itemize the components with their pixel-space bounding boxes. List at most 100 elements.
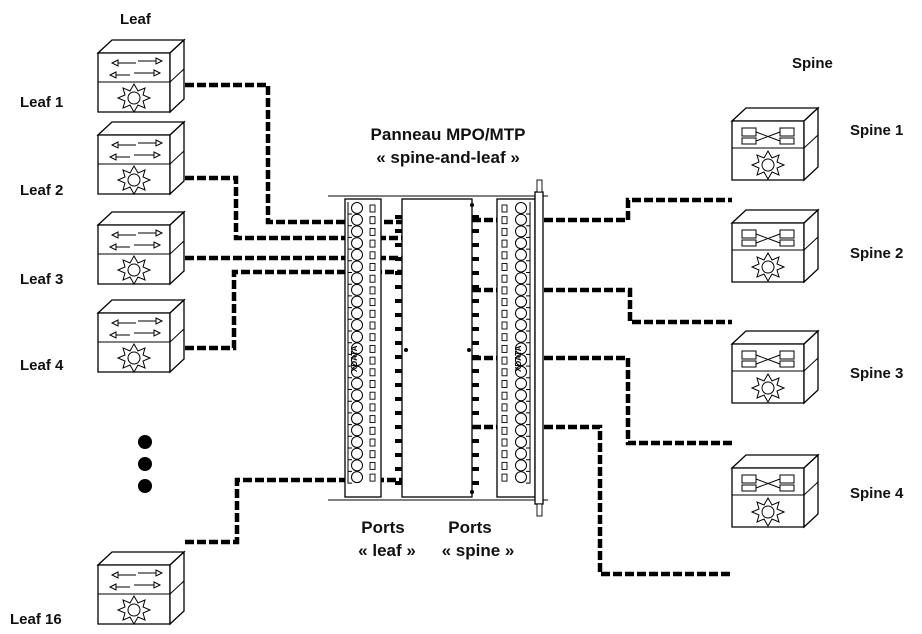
port-slot xyxy=(501,368,508,377)
port-slot xyxy=(369,438,376,447)
port-slot xyxy=(501,461,508,470)
mpo-plug xyxy=(395,369,402,373)
mpo-plug xyxy=(395,481,402,485)
mpo-plug xyxy=(395,355,402,359)
port-slot xyxy=(501,403,508,412)
port-slot xyxy=(369,368,376,377)
mpo-plug xyxy=(472,397,479,401)
port-slot xyxy=(501,239,508,248)
cable-leaf-2 xyxy=(185,175,402,241)
port-slot xyxy=(369,216,376,225)
spine-switch-icon xyxy=(731,330,819,404)
spine-switches xyxy=(731,107,819,528)
mpo-plug xyxy=(472,327,479,331)
port-slot xyxy=(501,356,508,365)
mpo-plug xyxy=(472,467,479,471)
ports-spine-label: Ports xyxy=(448,518,491,537)
port-slot xyxy=(501,333,508,342)
cable-leaf-16 xyxy=(185,477,402,545)
spine-label: Spine 3 xyxy=(850,365,903,382)
port-slot xyxy=(501,391,508,400)
port-slot xyxy=(501,344,508,353)
port-slot xyxy=(369,403,376,412)
port-slot xyxy=(501,251,508,260)
mpo-plug xyxy=(472,369,479,373)
leaf-label: Leaf 2 xyxy=(20,182,63,199)
spine-switch-icon xyxy=(731,209,819,283)
ports-leaf-label: Ports xyxy=(361,518,404,537)
port-slot xyxy=(369,321,376,330)
ports-spine-sublabel: « spine » xyxy=(442,541,515,560)
port-slot xyxy=(369,227,376,236)
leaf-label: Leaf 1 xyxy=(20,94,63,111)
port-slot xyxy=(501,321,508,330)
port-slot xyxy=(501,473,508,482)
spine-label: Spine 4 xyxy=(850,485,904,502)
mpo-plug xyxy=(395,313,402,317)
mpo-plug xyxy=(472,243,479,247)
port-slot xyxy=(501,380,508,388)
port-slot xyxy=(501,216,508,225)
port-slot xyxy=(501,438,508,447)
mpo-plug xyxy=(395,229,402,233)
mpo-plug xyxy=(395,257,402,261)
leaf-switch-icon xyxy=(97,299,185,373)
mpo-plug xyxy=(472,411,479,415)
port-slot xyxy=(501,274,508,283)
mpo-plug xyxy=(395,215,402,219)
ports-leaf-sublabel: « leaf » xyxy=(358,541,416,560)
panel-brand-label: XDATA xyxy=(514,345,523,372)
cables xyxy=(185,82,732,577)
port-slot xyxy=(369,380,376,388)
port-slot xyxy=(501,450,508,459)
mpo-patch-panel: XDATA XDATA xyxy=(328,179,548,517)
mpo-plug xyxy=(395,341,402,345)
mpo-plug xyxy=(395,425,402,429)
mpo-plug xyxy=(472,355,479,359)
mpo-plug xyxy=(395,271,402,275)
panel-cassette xyxy=(401,198,473,498)
ellipsis-dots xyxy=(138,435,152,493)
port-slot xyxy=(369,263,376,271)
port-slot xyxy=(369,239,376,248)
mpo-plug xyxy=(395,397,402,401)
cable-leaf-1 xyxy=(185,82,402,225)
mpo-plug xyxy=(472,313,479,317)
port-slot xyxy=(369,251,376,260)
port-slot xyxy=(369,204,376,213)
port-slot xyxy=(501,204,508,213)
port-slot xyxy=(369,333,376,342)
mpo-plug xyxy=(395,327,402,331)
mpo-plug xyxy=(472,229,479,233)
port-slot xyxy=(369,298,376,307)
mpo-plug xyxy=(395,285,402,289)
cable-spine-1 xyxy=(472,197,732,223)
spine-switch-icon xyxy=(731,454,819,528)
cable-leaf-4 xyxy=(185,269,402,351)
port-slot xyxy=(369,415,376,424)
leaf-label: Leaf 16 xyxy=(10,611,62,628)
mpo-plug xyxy=(395,299,402,303)
port-slot xyxy=(369,356,376,365)
cable-spine-2 xyxy=(472,287,732,325)
mpo-plug xyxy=(472,439,479,443)
panel-brand-label: XDATA xyxy=(350,345,359,372)
port-slot xyxy=(369,309,376,318)
mpo-plug xyxy=(472,481,479,485)
mpo-plug xyxy=(395,439,402,443)
mpo-plug xyxy=(395,467,402,471)
port-slot xyxy=(501,426,508,435)
mpo-plug xyxy=(472,453,479,457)
port-slot xyxy=(369,426,376,435)
mpo-plug xyxy=(472,271,479,275)
mpo-plug xyxy=(472,215,479,219)
port-slot xyxy=(501,415,508,424)
mpo-plug xyxy=(395,411,402,415)
spine-switch-icon xyxy=(731,107,819,181)
leaf-header: Leaf xyxy=(120,11,152,28)
cable-spine-3 xyxy=(472,355,732,446)
rack-ear xyxy=(534,191,544,505)
port-slot xyxy=(501,263,508,271)
mpo-plug xyxy=(472,341,479,345)
